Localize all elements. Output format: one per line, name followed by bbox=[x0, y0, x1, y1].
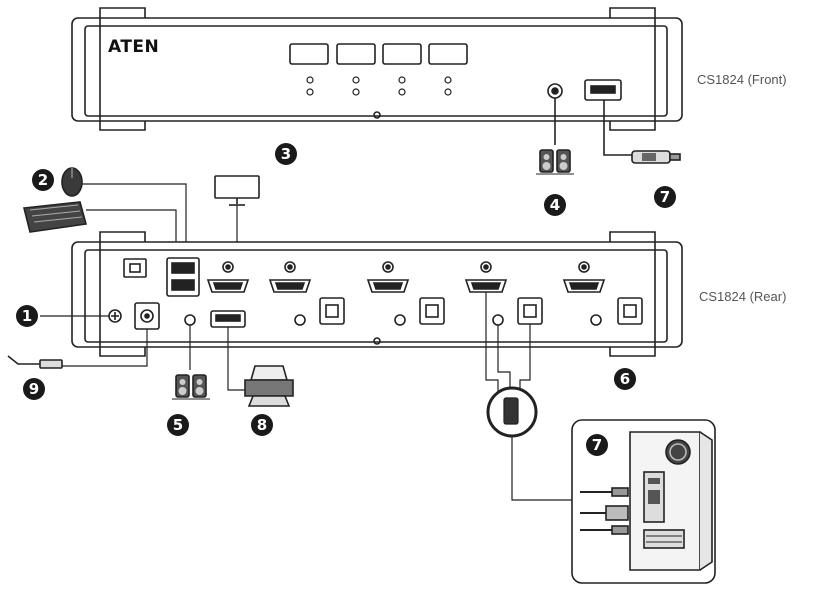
usb-flash-drive-icon bbox=[631, 150, 681, 164]
rear-unit bbox=[71, 231, 683, 357]
mouse-icon bbox=[61, 167, 83, 197]
front-view-label: CS1824 (Front) bbox=[697, 72, 787, 87]
callout-1: 1 bbox=[16, 305, 38, 327]
hdmi-ports bbox=[206, 261, 606, 293]
callout-6: 6 bbox=[614, 368, 636, 390]
monitor-icon bbox=[214, 175, 260, 206]
cable-bundle-icon bbox=[485, 292, 580, 501]
front-usb-port bbox=[584, 79, 622, 101]
keyboard-icon bbox=[23, 201, 88, 233]
callout-7-flash-drive: 7 bbox=[654, 186, 676, 208]
callout-7-computer: 7 bbox=[586, 434, 608, 456]
callout-9: 9 bbox=[23, 378, 45, 400]
computer-tower-icon bbox=[571, 419, 716, 584]
port-selection-buttons bbox=[289, 43, 468, 65]
callout-3: 3 bbox=[275, 143, 297, 165]
printer-icon bbox=[244, 365, 294, 407]
aten-logo: ATEN bbox=[108, 37, 160, 57]
front-unit bbox=[71, 7, 683, 156]
port-leds bbox=[306, 76, 452, 96]
rear-view-label: CS1824 (Rear) bbox=[699, 289, 787, 304]
callout-8: 8 bbox=[251, 414, 273, 436]
callout-5: 5 bbox=[167, 414, 189, 436]
callout-4: 4 bbox=[544, 194, 566, 216]
callout-2: 2 bbox=[32, 169, 54, 191]
power-adapter-icon bbox=[7, 329, 148, 369]
speakers-icon bbox=[172, 374, 210, 400]
speakers-icon bbox=[536, 149, 574, 175]
